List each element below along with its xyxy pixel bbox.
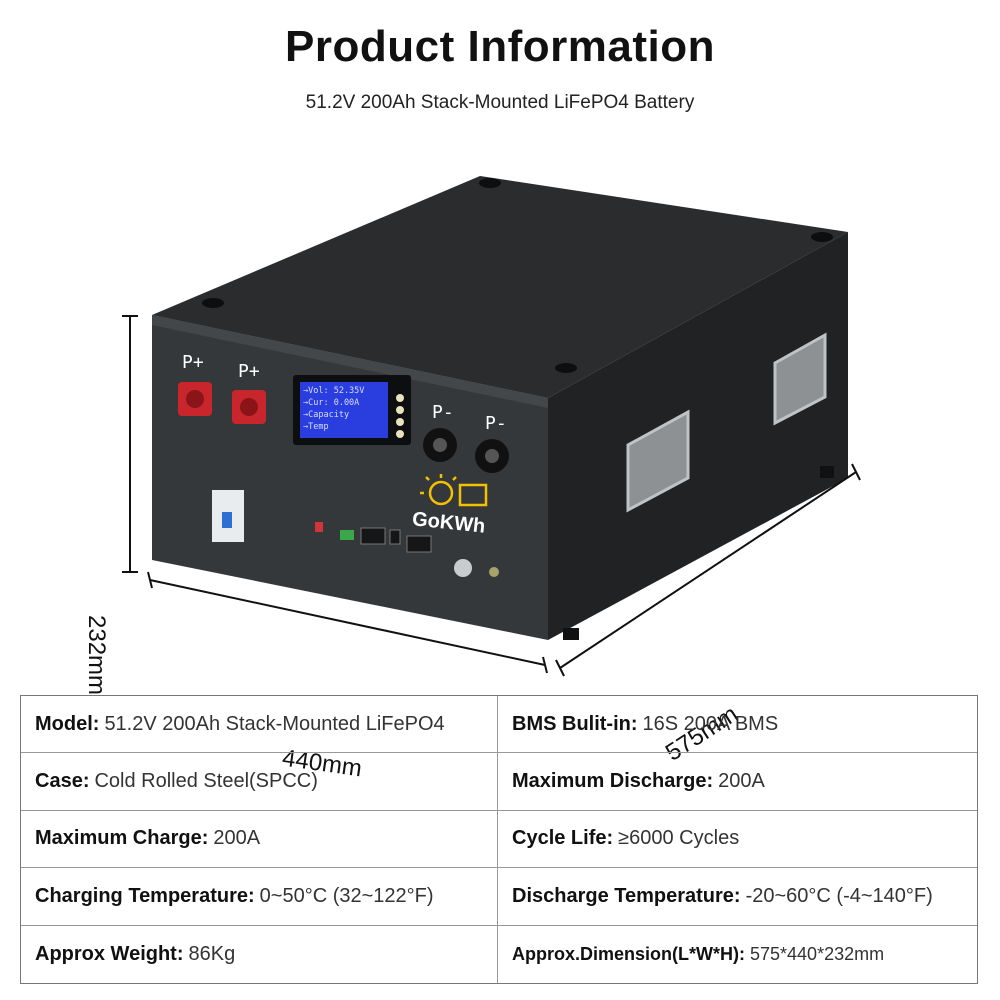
spec-cell-model: Model:51.2V 200Ah Stack-Mounted LiFePO4 — [21, 696, 498, 754]
battery-top-face — [152, 176, 848, 398]
spec-value: 16S 200A BMS — [642, 712, 779, 735]
spec-key: Model: — [35, 712, 100, 735]
spec-key: Approx Weight: — [35, 942, 184, 965]
spec-key: Maximum Discharge: — [512, 770, 714, 793]
spec-value: 0~50°C (32~122°F) — [259, 884, 434, 907]
battery-illustration — [122, 176, 861, 677]
lcd-readout: →Vol: 52.35V →Cur: 0.00A →Capacity →Temp — [303, 385, 389, 433]
spec-key: Discharge Temperature: — [512, 884, 741, 907]
negative-terminal-2 — [475, 439, 509, 473]
page-title: Product Information — [285, 22, 715, 71]
sun-logo-icon — [420, 474, 488, 507]
lcd-screen — [300, 382, 388, 438]
spec-key: Case: — [35, 770, 90, 793]
terminal-label-positive-2: P+ — [238, 361, 260, 382]
negative-terminal-1 — [423, 428, 457, 462]
positive-terminal-2 — [232, 390, 266, 424]
spec-cell-case: Case:Cold Rolled Steel(SPCC) — [21, 753, 498, 811]
lcd-line-capacity: →Capacity — [303, 410, 350, 420]
lcd-line-current: →Cur: 0.00A — [303, 398, 360, 408]
spec-key: Charging Temperature: — [35, 884, 255, 907]
dimension-height-label: 232mm — [83, 615, 110, 696]
spec-key: Cycle Life: — [512, 827, 614, 850]
lcd-line-voltage: →Vol: 52.35V — [303, 386, 365, 396]
spec-key: BMS Bulit-in: — [512, 712, 638, 735]
side-handle-rear — [773, 332, 827, 426]
spec-value: 200A — [718, 770, 765, 793]
spec-key: Maximum Charge: — [35, 827, 209, 850]
page-subtitle: 51.2V 200Ah Stack-Mounted LiFePO4 Batter… — [305, 92, 695, 113]
lcd-line-temp: →Temp — [303, 422, 329, 432]
product-figure: P+ P+ P- P- →Vol: 52.35V →Cur: 0.00A →Ca… — [0, 160, 1000, 782]
spec-cell-charging-temp: Charging Temperature:0~50°C (32~122°F) — [21, 868, 498, 926]
spec-cell-max-discharge: Maximum Discharge:200A — [498, 753, 977, 811]
spec-table: Model:51.2V 200Ah Stack-Mounted LiFePO4 … — [20, 695, 978, 984]
spec-cell-dimension: Approx.Dimension(L*W*H):575*440*232mm — [498, 926, 977, 983]
spec-value: 575*440*232mm — [750, 943, 885, 964]
spec-value: 51.2V 200Ah Stack-Mounted LiFePO4 — [104, 712, 445, 735]
spec-value: Cold Rolled Steel(SPCC) — [94, 770, 318, 793]
terminal-label-negative-1: P- — [432, 402, 454, 423]
dimension-lines — [122, 315, 861, 677]
spec-value: 86Kg — [188, 942, 236, 965]
terminal-label-positive-1: P+ — [182, 352, 204, 373]
terminal-label-negative-2: P- — [485, 413, 507, 434]
spec-cell-discharge-temp: Discharge Temperature:-20~60°C (-4~140°F… — [498, 868, 977, 926]
spec-cell-cycle-life: Cycle Life:≥6000 Cycles — [498, 811, 977, 869]
spec-value: -20~60°C (-4~140°F) — [745, 884, 933, 907]
spec-cell-bms: BMS Bulit-in: 16S 200A BMS — [498, 696, 977, 754]
spec-cell-weight: Approx Weight:86Kg — [21, 925, 498, 983]
spec-value: 200A — [213, 827, 261, 850]
side-handle-front — [626, 409, 690, 513]
positive-terminal-1 — [178, 382, 212, 416]
circuit-breaker — [212, 490, 244, 542]
spec-key: Approx.Dimension(L*W*H): — [512, 943, 745, 964]
battery-side-face — [548, 232, 848, 640]
spec-cell-max-charge: Maximum Charge:200A — [21, 810, 498, 869]
spec-value: ≥6000 Cycles — [618, 827, 740, 850]
